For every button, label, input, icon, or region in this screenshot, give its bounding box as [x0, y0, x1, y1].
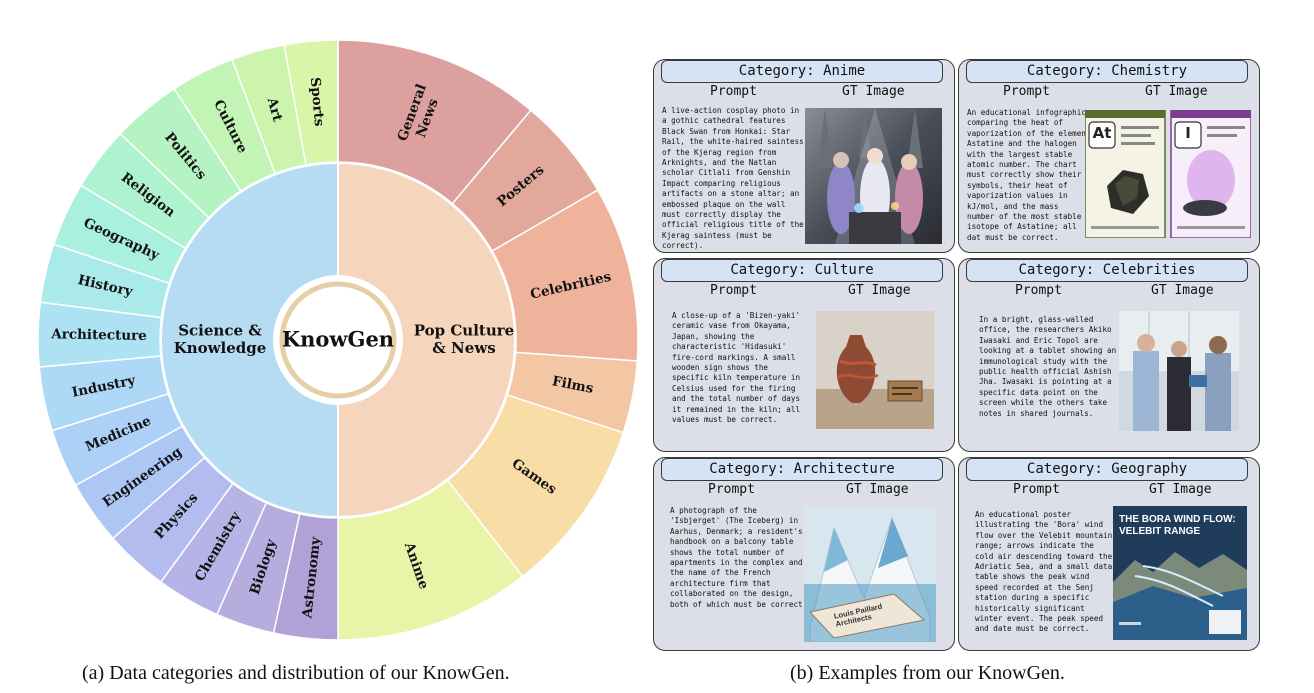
caption-right: (b) Examples from our KnowGen. — [790, 662, 1065, 684]
poster-title: THE BORA WIND FLOW: VELEBIT RANGE — [1119, 514, 1236, 537]
gt-image-heading: GT Image — [1149, 482, 1212, 497]
example-card-geography: Category: Geography Prompt GT Image An e… — [958, 457, 1260, 651]
example-card-celebrities: Category: Celebrities Prompt GT Image In… — [958, 258, 1260, 452]
outer-left-label-sports: Sports — [307, 77, 327, 128]
prompt-text: An educational infographic comparing the… — [967, 108, 1086, 242]
outer-left-label-architecture: Architecture — [50, 326, 147, 344]
astatine-symbol: At — [1092, 124, 1112, 142]
center-ring — [279, 281, 397, 399]
prompt-text: In a bright, glass-walled office, the re… — [979, 315, 1117, 418]
gt-image-infographic: At I — [1085, 110, 1251, 238]
gt-image-heading: GT Image — [846, 482, 909, 497]
prompt-text: A close-up of a 'Bizen-yaki' ceramic vas… — [672, 311, 801, 425]
outer-left-label-art: Art — [263, 95, 285, 124]
example-card-anime: Category: Anime Prompt GT Image A live-a… — [653, 59, 955, 253]
prompt-heading: Prompt — [1003, 84, 1050, 99]
prompt-heading: Prompt — [710, 84, 757, 99]
gt-image-heading: GT Image — [1151, 283, 1214, 298]
card-category-title: Category: Celebrities — [966, 259, 1248, 282]
example-card-culture: Category: Culture Prompt GT Image A clos… — [653, 258, 955, 452]
card-category-title: Category: Architecture — [661, 458, 943, 481]
prompt-heading: Prompt — [1015, 283, 1062, 298]
gt-image-heading: GT Image — [842, 84, 905, 99]
gt-image-vase — [816, 311, 934, 429]
outer-right-label-films: Films — [551, 373, 595, 397]
gt-image-iceberg: Louis Paillard Architects — [804, 508, 936, 642]
gt-image-heading: GT Image — [1145, 84, 1208, 99]
card-category-title: Category: Culture — [661, 259, 943, 282]
card-category-title: Category: Chemistry — [966, 60, 1248, 83]
inner-label-pop-culture-news: Pop Culture& News — [414, 322, 514, 357]
knowgen-sunburst-diagram: GeneralNewsPostersCelebritiesFilmsGamesA… — [37, 39, 639, 641]
gt-image-office — [1119, 311, 1239, 431]
iodine-symbol: I — [1185, 124, 1191, 142]
prompt-text: A live-action cosplay photo in a gothic … — [662, 106, 804, 251]
example-card-chemistry: Category: Chemistry Prompt GT Image An e… — [958, 59, 1260, 253]
gt-image-bora-poster: THE BORA WIND FLOW: VELEBIT RANGE — [1113, 506, 1247, 640]
gt-image-heading: GT Image — [848, 283, 911, 298]
example-card-architecture: Category: Architecture Prompt GT Image A… — [653, 457, 955, 651]
prompt-heading: Prompt — [710, 283, 757, 298]
center-label: KnowGen — [282, 327, 394, 352]
prompt-heading: Prompt — [708, 482, 755, 497]
caption-left: (a) Data categories and distribution of … — [82, 662, 510, 684]
inner-label-science-knowledge: Science &Knowledge — [174, 322, 267, 357]
card-category-title: Category: Anime — [661, 60, 943, 83]
prompt-heading: Prompt — [1013, 482, 1060, 497]
card-category-title: Category: Geography — [966, 458, 1248, 481]
prompt-text: An educational poster illustrating the '… — [975, 510, 1113, 634]
prompt-text: A photograph of the 'Isbjerget' (The Ice… — [670, 506, 808, 609]
gt-image-cosplay — [805, 108, 942, 244]
